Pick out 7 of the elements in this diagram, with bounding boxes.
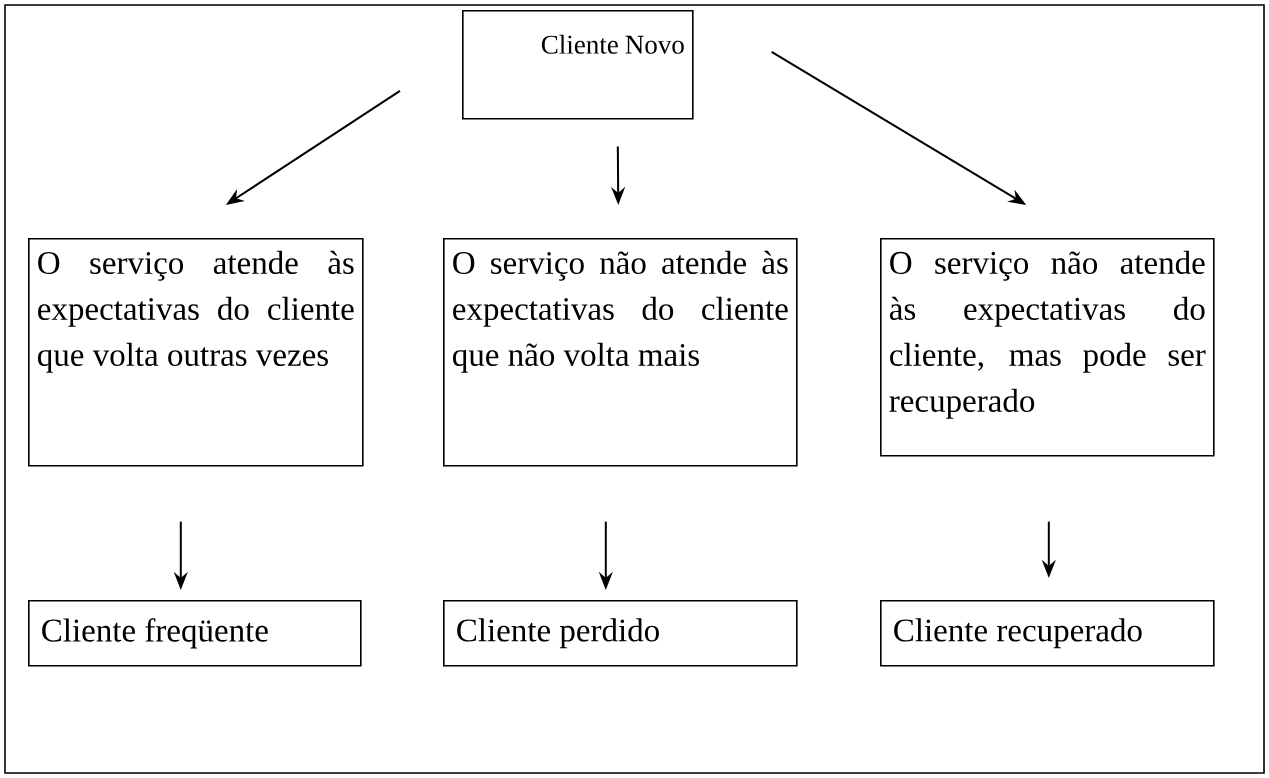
result-box: Cliente freqüente [28,600,362,667]
result-box: Cliente recuperado [880,600,1215,667]
start-box: Cliente Novo [462,10,694,120]
result-box: Cliente perdido [443,600,798,667]
process-box: O serviço atende às expectativas do cliente que volta outras vezes [28,238,364,467]
process-box: O serviço não atende às expectativas do cliente, mas pode ser recuperado [880,238,1215,457]
process-box: O serviço não atende às expectativas do cliente que não volta mais [443,238,798,467]
